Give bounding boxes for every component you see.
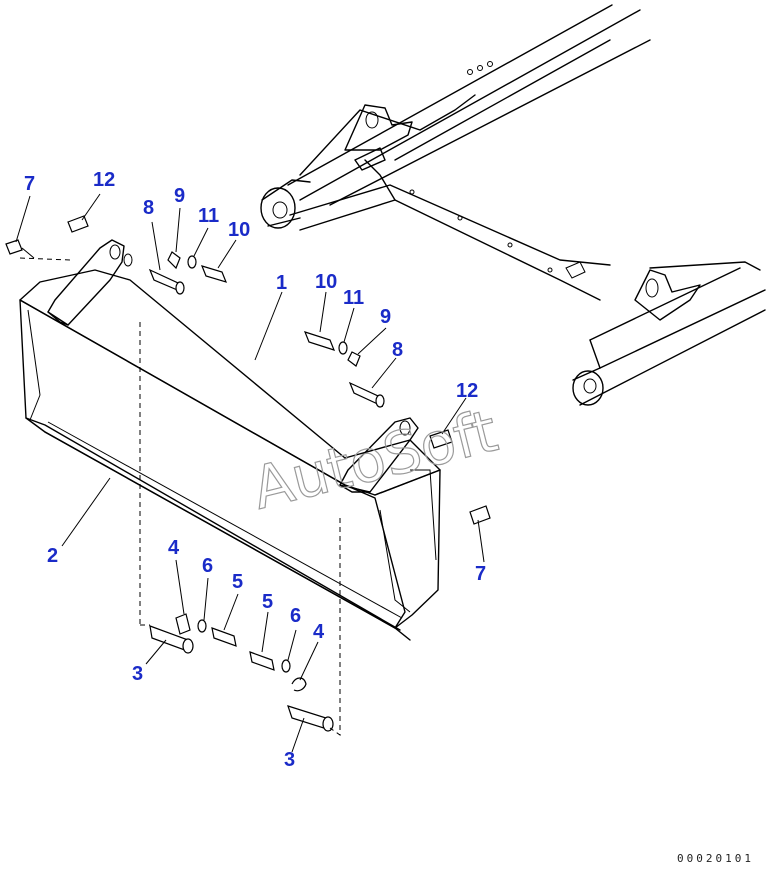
callout-10-left: 10: [228, 219, 250, 241]
callout-10-right: 10: [315, 271, 337, 293]
machine-frame: [260, 4, 766, 406]
callout-4-right: 4: [313, 621, 325, 643]
callout-4-left: 4: [168, 537, 180, 559]
callout-3-right: 3: [284, 749, 295, 771]
watermark-text: AutoSoft: [246, 396, 504, 522]
callout-9-left: 9: [174, 185, 185, 207]
callout-6-right: 6: [290, 605, 301, 627]
assembly-lines: [19, 257, 341, 736]
callout-2: 2: [47, 545, 58, 567]
callout-5-left: 5: [232, 571, 243, 593]
callout-8-left: 8: [143, 197, 154, 219]
counterweight-body: [19, 239, 441, 641]
callout-7-right: 7: [475, 563, 486, 585]
callout-11-left: 11: [198, 205, 219, 227]
callout-3-left: 3: [132, 663, 143, 685]
callout-12-right: 12: [456, 380, 478, 402]
leader-lines: [15, 193, 485, 753]
hardware-parts: [5, 215, 491, 732]
callout-9-right: 9: [380, 306, 391, 328]
callout-7-left: 7: [24, 173, 35, 195]
callout-1: 1: [276, 272, 287, 294]
callout-12-left: 12: [93, 169, 115, 191]
catalog-number: 00020101: [677, 852, 754, 865]
callout-11-right: 11: [343, 287, 364, 309]
callout-6-left: 6: [202, 555, 213, 577]
callout-8-right: 8: [392, 339, 403, 361]
callouts: 7 12 8 9 11 10 1 10 11 9 8 12 7 2 4 6 5 …: [24, 169, 486, 771]
callout-5-right: 5: [262, 591, 273, 613]
